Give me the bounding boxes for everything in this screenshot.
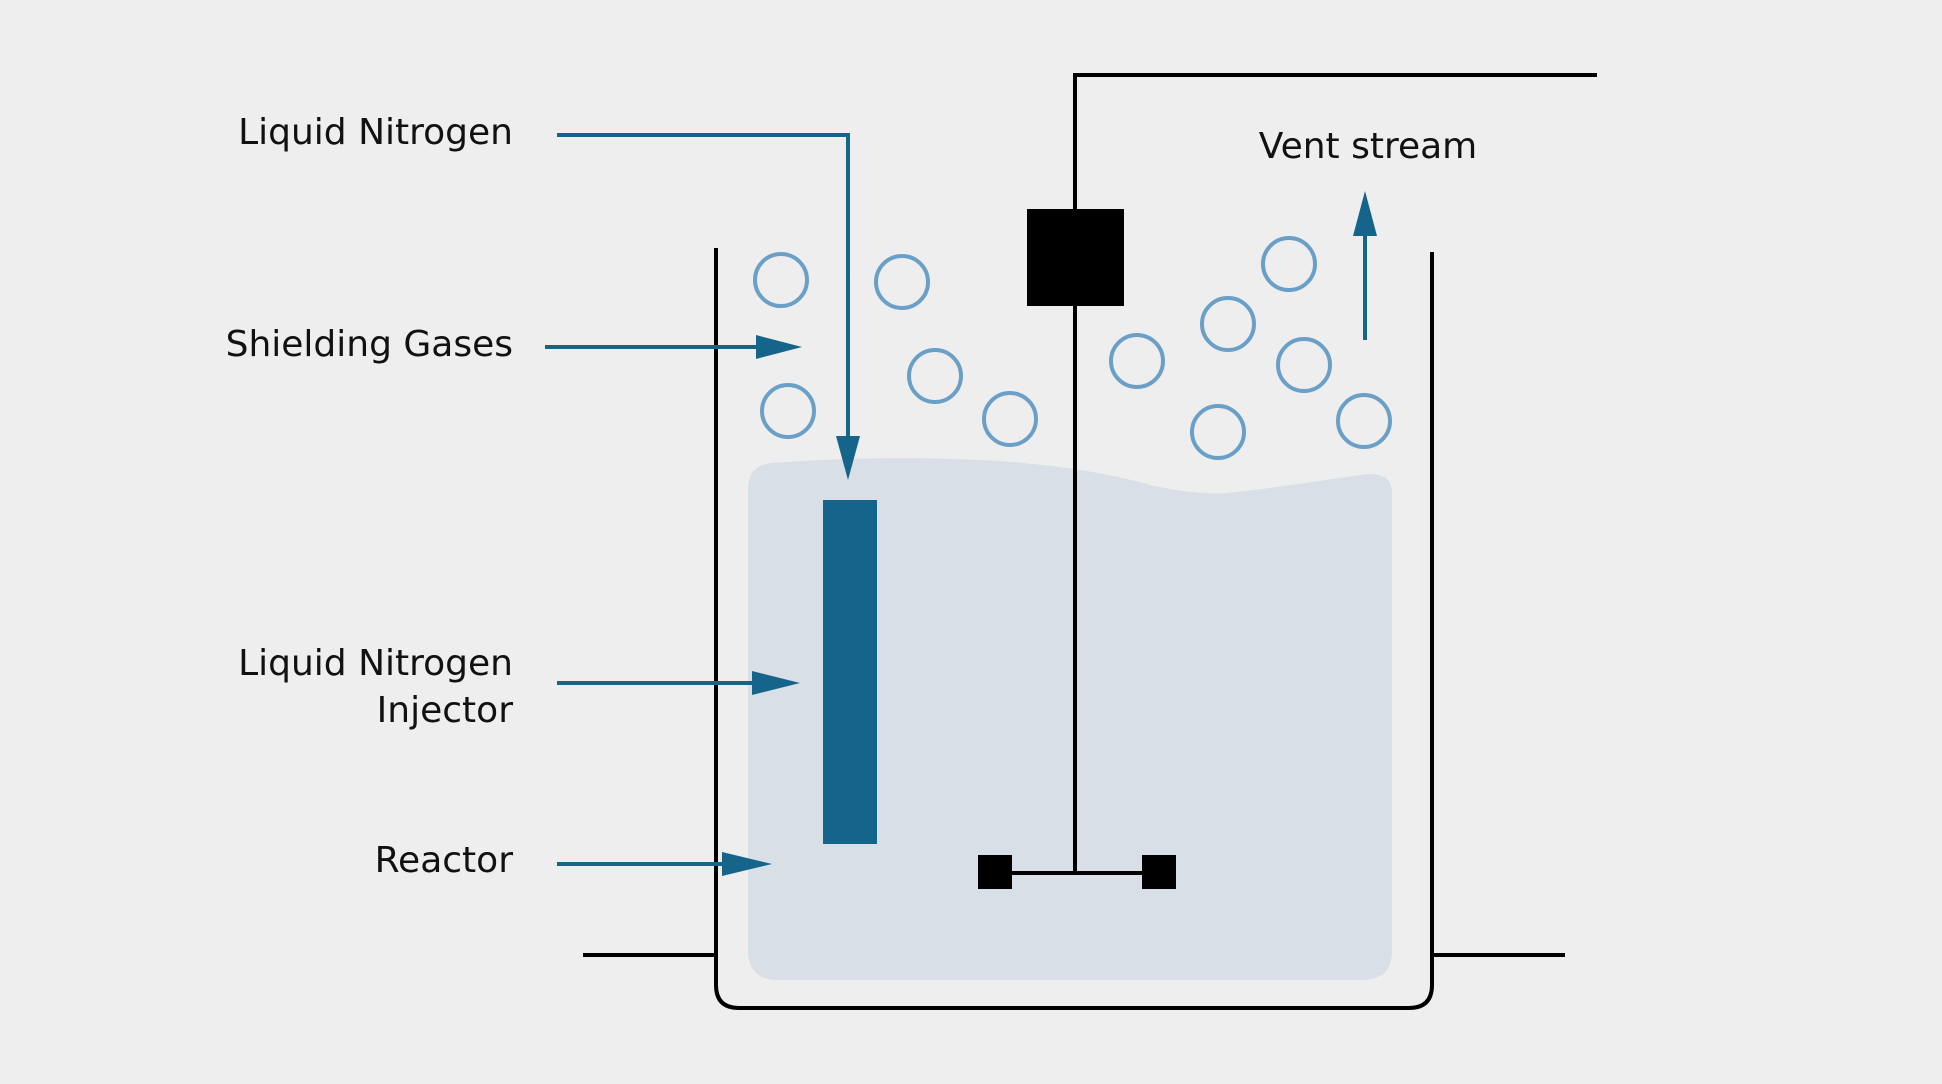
bubble: [982, 391, 1038, 447]
label-injector-line1: Liquid Nitrogen: [238, 643, 513, 684]
bubble: [1261, 236, 1317, 292]
agitator-shaft: [1073, 73, 1597, 873]
label-reactor: Reactor: [375, 840, 514, 881]
bubble: [1336, 393, 1392, 449]
agitator-motor: [1027, 209, 1124, 306]
bubble: [760, 383, 816, 439]
label-shielding-gases: Shielding Gases: [226, 324, 513, 365]
injector-arrowhead: [752, 671, 800, 695]
shielding-gases-arrowhead: [756, 335, 802, 359]
reactor-vessel: [714, 248, 1434, 1010]
liquid-nitrogen-arrow-line: [557, 133, 850, 442]
reactor-liquid: [748, 458, 1392, 981]
label-vent-stream: Vent stream: [1259, 126, 1478, 167]
liquid-nitrogen-arrowhead: [836, 436, 860, 480]
vent-stream-arrowhead: [1353, 191, 1377, 236]
gas-bubbles: [753, 236, 1392, 460]
impeller-blade-left: [978, 855, 1012, 889]
reactor-arrowhead: [722, 852, 772, 876]
bubble: [1109, 333, 1165, 389]
bubble: [1276, 337, 1332, 393]
label-injector-line2: Injector: [377, 690, 514, 731]
label-liquid-nitrogen: Liquid Nitrogen: [238, 112, 513, 153]
liquid-nitrogen-injector: [823, 500, 877, 844]
bubble: [1190, 404, 1246, 460]
bubble: [907, 348, 963, 404]
bubble: [874, 254, 930, 310]
impeller-blade-right: [1142, 855, 1176, 889]
bubble: [1200, 296, 1256, 352]
bubble: [753, 252, 809, 308]
